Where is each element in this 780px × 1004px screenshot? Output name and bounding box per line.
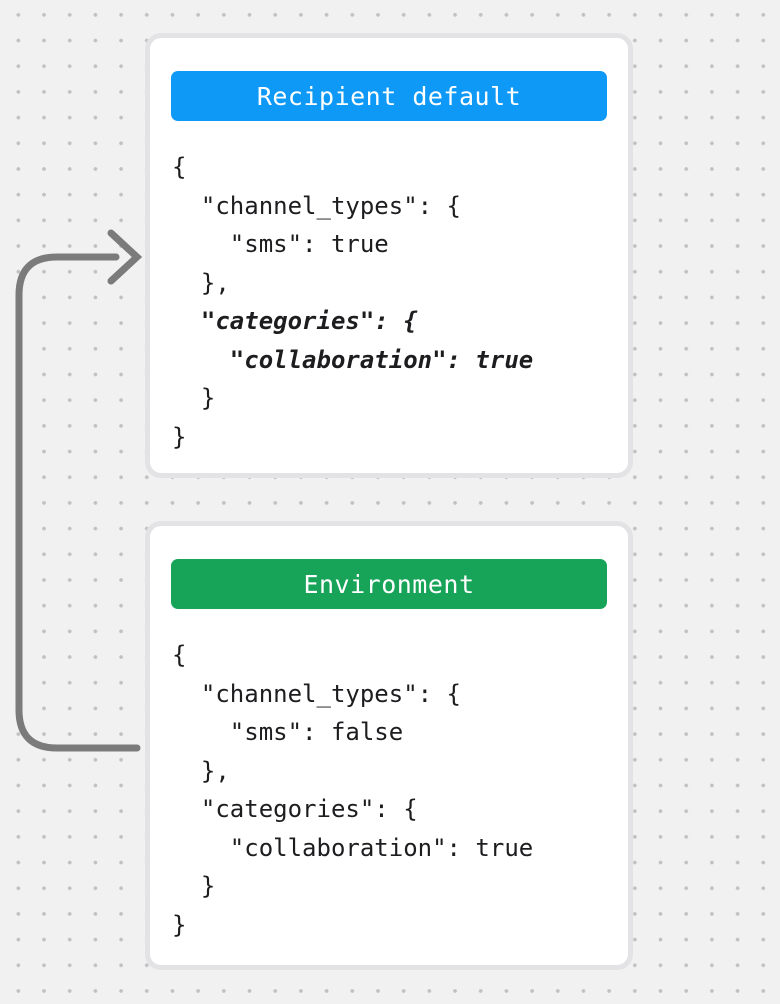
code-line: }: [172, 422, 187, 451]
code-line: "collaboration": true: [172, 833, 534, 862]
flow-arrow-line: [15, 253, 141, 752]
code-line: "channel_types": {: [172, 191, 461, 220]
code-line: "categories": {: [172, 795, 418, 823]
code-line: },: [172, 756, 230, 785]
code-line: "categories": {: [172, 307, 418, 335]
code-line: },: [172, 268, 230, 297]
code-line: "sms": true: [172, 230, 389, 258]
code-line: {: [172, 641, 187, 669]
recipient-default-code: { "channel_types": { "sms": true }, "cat…: [172, 148, 628, 456]
code-line: }: [172, 384, 216, 412]
code-line: {: [172, 153, 187, 181]
recipient-default-card: Recipient default { "channel_types": { "…: [145, 33, 633, 478]
code-line: "sms": false: [172, 718, 404, 746]
environment-header: Environment: [171, 559, 607, 609]
code-line: "channel_types": {: [172, 679, 461, 708]
code-line: "collaboration": true: [172, 345, 534, 374]
environment-card: Environment { "channel_types": { "sms": …: [145, 521, 633, 970]
code-line: }: [172, 872, 216, 900]
environment-code: { "channel_types": { "sms": false }, "ca…: [172, 636, 628, 944]
recipient-default-header: Recipient default: [171, 71, 607, 121]
flow-arrow-head: [107, 229, 143, 285]
code-line: }: [172, 910, 187, 939]
